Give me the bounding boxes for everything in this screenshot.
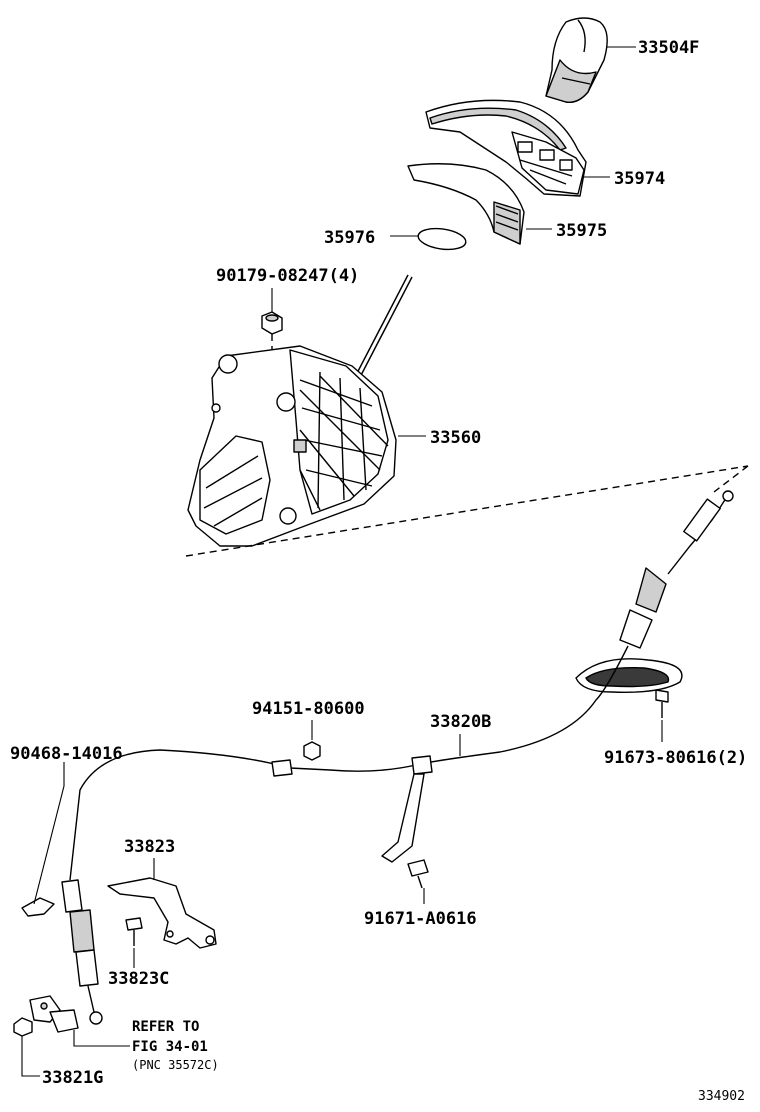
note-pnc: (PNC 35572C) bbox=[132, 1058, 219, 1072]
label-bushing: 33821G bbox=[42, 1068, 103, 1088]
label-nut: 90179-08247(4) bbox=[216, 266, 359, 286]
shift-cable bbox=[61, 490, 734, 1025]
bolt-91673 bbox=[655, 689, 669, 718]
label-knob: 33504F bbox=[638, 38, 699, 58]
shift-lever-assembly bbox=[187, 274, 413, 547]
bolt-33823c bbox=[125, 917, 143, 946]
label-indicator: 35975 bbox=[556, 221, 607, 241]
bolt-91671 bbox=[407, 859, 429, 889]
bushing-33821g bbox=[13, 1017, 33, 1037]
label-clip-90468: 90468-14016 bbox=[10, 744, 123, 764]
shift-knob bbox=[545, 17, 608, 103]
cover-seal bbox=[417, 227, 467, 251]
label-bolt-91673: 91673-80616(2) bbox=[604, 748, 747, 768]
bezel-plate bbox=[425, 99, 587, 197]
label-shift-lever-assy: 33560 bbox=[430, 428, 481, 448]
figure-id: 334902 bbox=[698, 1089, 745, 1104]
referenced-bracket bbox=[29, 995, 79, 1033]
label-bracket: 33823 bbox=[124, 837, 175, 857]
label-cover: 35976 bbox=[324, 228, 375, 248]
note-refer-to: REFER TO bbox=[132, 1019, 199, 1035]
bracket-33823 bbox=[107, 877, 217, 949]
note-fig: FIG 34-01 bbox=[132, 1039, 208, 1055]
lever-nut bbox=[261, 311, 283, 335]
label-nut-94151: 94151-80600 bbox=[252, 699, 365, 719]
label-bolt-91671: 91671-A0616 bbox=[364, 909, 477, 929]
label-bolt-33823c: 33823C bbox=[108, 969, 169, 989]
nut-94151 bbox=[303, 741, 321, 761]
label-bezel-plate: 35974 bbox=[614, 169, 665, 189]
shift-indicator bbox=[407, 163, 525, 245]
label-cable: 33820B bbox=[430, 712, 491, 732]
clip-90468 bbox=[21, 897, 55, 917]
